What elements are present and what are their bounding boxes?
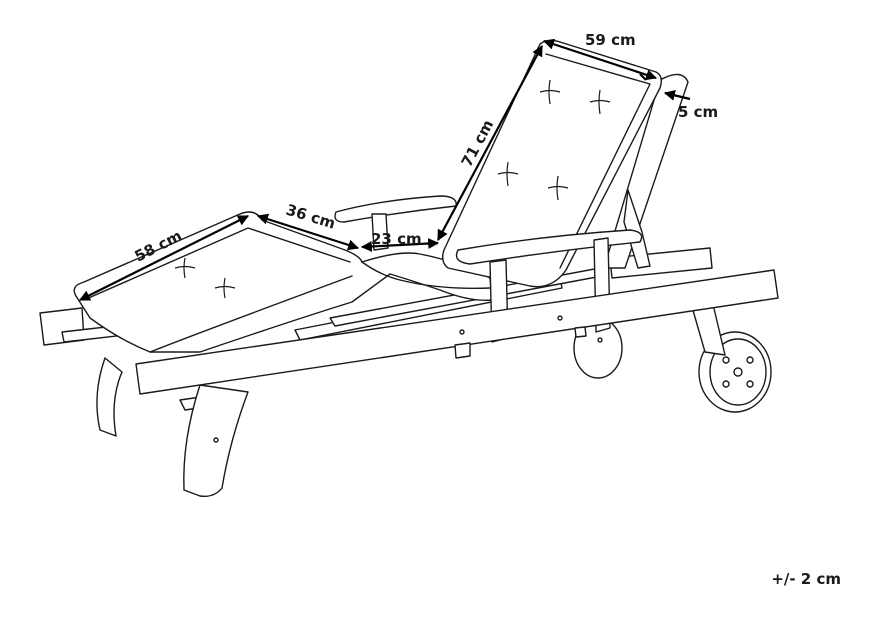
front-rail <box>135 269 779 395</box>
dimension-lines <box>79 38 691 301</box>
back-width-label: 59 cm <box>585 31 636 49</box>
front-legs <box>96 357 249 498</box>
tolerance-note: +/- 2 cm <box>771 570 841 588</box>
hinge-gap-label: 23 cm <box>371 230 422 248</box>
thickness-label: 5 cm <box>678 103 718 121</box>
